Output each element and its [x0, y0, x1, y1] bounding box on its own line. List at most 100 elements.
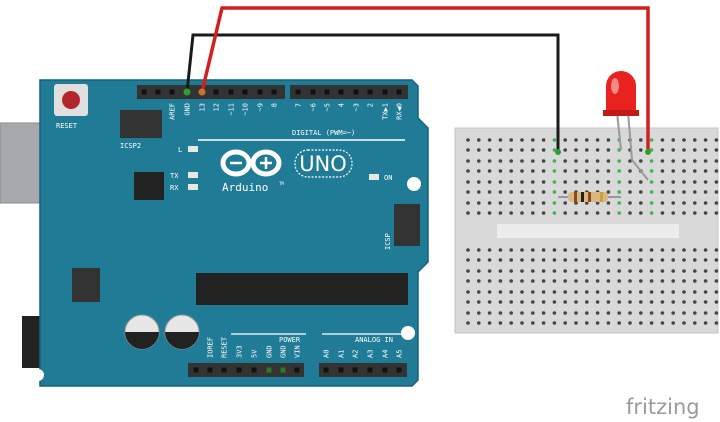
breadboard-hole[interactable]	[639, 279, 643, 283]
breadboard-hole[interactable]	[660, 201, 665, 205]
breadboard-hole[interactable]	[487, 290, 492, 294]
breadboard-hole[interactable]	[714, 279, 719, 283]
breadboard-hole[interactable]	[703, 138, 708, 142]
breadboard-hole[interactable]	[682, 300, 686, 304]
breadboard-hole[interactable]	[531, 258, 535, 262]
breadboard-hole[interactable]	[682, 201, 686, 205]
breadboard-hole[interactable]	[552, 169, 557, 173]
breadboard-hole[interactable]	[714, 159, 719, 163]
breadboard-hole[interactable]	[487, 201, 492, 205]
breadboard-hole[interactable]	[487, 258, 492, 262]
breadboard-hole[interactable]	[477, 159, 481, 163]
breadboard-hole[interactable]	[649, 279, 654, 283]
header-pin[interactable]	[338, 367, 344, 373]
breadboard-hole[interactable]	[714, 269, 719, 273]
breadboard-hole[interactable]	[703, 169, 708, 173]
breadboard-hole[interactable]	[541, 190, 546, 194]
breadboard-hole[interactable]	[520, 148, 524, 152]
breadboard-hole[interactable]	[585, 201, 589, 205]
breadboard-hole[interactable]	[541, 258, 546, 262]
breadboard-hole[interactable]	[509, 159, 513, 163]
header-pin[interactable]	[207, 367, 213, 373]
breadboard-hole[interactable]	[552, 279, 557, 283]
breadboard-hole[interactable]	[606, 190, 611, 194]
breadboard-hole[interactable]	[714, 290, 719, 294]
breadboard-hole[interactable]	[606, 321, 611, 325]
breadboard-hole[interactable]	[585, 321, 589, 325]
breadboard-hole[interactable]	[552, 211, 557, 215]
header-pin[interactable]	[324, 89, 330, 95]
breadboard-hole[interactable]	[563, 321, 567, 325]
breadboard-hole[interactable]	[574, 311, 578, 315]
breadboard-hole[interactable]	[498, 269, 503, 273]
breadboard-hole[interactable]	[682, 138, 686, 142]
breadboard-hole[interactable]	[574, 148, 578, 152]
breadboard-hole[interactable]	[509, 290, 513, 294]
breadboard-hole[interactable]	[487, 138, 492, 142]
breadboard-hole[interactable]	[703, 148, 708, 152]
breadboard-hole[interactable]	[520, 279, 524, 283]
breadboard-hole[interactable]	[703, 190, 708, 194]
breadboard-hole[interactable]	[466, 269, 470, 273]
breadboard-hole[interactable]	[628, 169, 632, 173]
header-pin[interactable]	[242, 89, 248, 95]
header-pin[interactable]	[213, 89, 219, 95]
breadboard-hole[interactable]	[466, 169, 470, 173]
breadboard-hole[interactable]	[552, 190, 557, 194]
breadboard-hole[interactable]	[487, 300, 492, 304]
breadboard-hole[interactable]	[585, 169, 589, 173]
breadboard-hole[interactable]	[487, 180, 492, 184]
breadboard-hole[interactable]	[509, 211, 513, 215]
breadboard-hole[interactable]	[541, 290, 546, 294]
breadboard-hole[interactable]	[574, 248, 578, 252]
breadboard-hole[interactable]	[682, 180, 686, 184]
breadboard-hole[interactable]	[628, 201, 632, 205]
breadboard-hole[interactable]	[541, 321, 546, 325]
breadboard-hole[interactable]	[606, 180, 611, 184]
breadboard-hole[interactable]	[671, 138, 675, 142]
breadboard-hole[interactable]	[649, 201, 654, 205]
breadboard-hole[interactable]	[509, 190, 513, 194]
breadboard-hole[interactable]	[639, 311, 643, 315]
breadboard-hole[interactable]	[660, 290, 665, 294]
breadboard-hole[interactable]	[617, 269, 621, 273]
breadboard-hole[interactable]	[466, 248, 470, 252]
breadboard-hole[interactable]	[671, 248, 675, 252]
breadboard-hole[interactable]	[509, 180, 513, 184]
breadboard-hole[interactable]	[595, 180, 600, 184]
breadboard-hole[interactable]	[509, 169, 513, 173]
breadboard-hole[interactable]	[617, 169, 621, 173]
breadboard-hole[interactable]	[703, 279, 708, 283]
breadboard-hole[interactable]	[498, 148, 503, 152]
breadboard-hole[interactable]	[606, 201, 611, 205]
breadboard-hole[interactable]	[563, 148, 567, 152]
header-pin[interactable]	[236, 367, 242, 373]
breadboard-hole[interactable]	[595, 169, 600, 173]
breadboard-hole[interactable]	[477, 269, 481, 273]
breadboard-hole[interactable]	[574, 201, 578, 205]
breadboard-hole[interactable]	[606, 159, 611, 163]
breadboard-hole[interactable]	[639, 258, 643, 262]
breadboard-hole[interactable]	[639, 190, 643, 194]
breadboard-hole[interactable]	[509, 279, 513, 283]
breadboard-hole[interactable]	[617, 190, 621, 194]
breadboard-hole[interactable]	[552, 248, 557, 252]
breadboard-hole[interactable]	[714, 300, 719, 304]
breadboard-hole[interactable]	[541, 300, 546, 304]
breadboard-hole[interactable]	[487, 148, 492, 152]
breadboard-hole[interactable]	[487, 269, 492, 273]
breadboard-hole[interactable]	[498, 201, 503, 205]
breadboard-hole[interactable]	[477, 279, 481, 283]
breadboard-hole[interactable]	[649, 180, 654, 184]
breadboard-hole[interactable]	[487, 190, 492, 194]
breadboard-hole[interactable]	[606, 290, 611, 294]
breadboard-hole[interactable]	[660, 258, 665, 262]
breadboard-hole[interactable]	[520, 138, 524, 142]
breadboard-hole[interactable]	[574, 300, 578, 304]
breadboard-hole[interactable]	[487, 279, 492, 283]
breadboard-hole[interactable]	[520, 258, 524, 262]
breadboard-hole[interactable]	[531, 311, 535, 315]
breadboard-hole[interactable]	[639, 269, 643, 273]
breadboard-hole[interactable]	[606, 148, 611, 152]
breadboard-hole[interactable]	[585, 258, 589, 262]
